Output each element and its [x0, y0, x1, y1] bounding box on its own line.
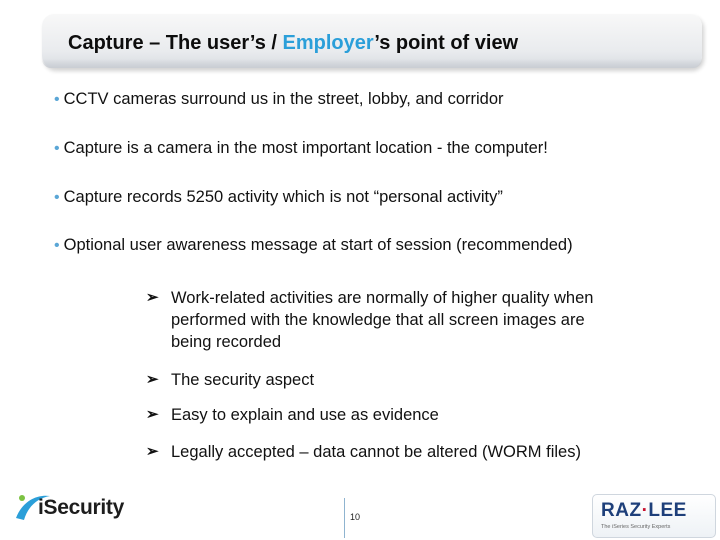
sub-bullet-item: ➢ Work-related activities are normally o…: [146, 287, 701, 353]
raz-lee-separator: ·: [641, 500, 649, 521]
bullet-dot-icon: •: [54, 237, 60, 254]
bullet-dot-icon: •: [54, 91, 60, 108]
bullet-dot-icon: •: [54, 140, 60, 157]
sub-bullet-line: being recorded: [171, 333, 282, 351]
raz-lee-tagline: The iSeries Security Experts: [601, 524, 671, 530]
sub-bullet-text: The security aspect: [171, 371, 315, 389]
bullet-text: Capture is a camera in the most importan…: [63, 139, 548, 157]
footer-divider: [344, 498, 345, 538]
bullet-dot-icon: •: [54, 189, 60, 206]
arrow-bullet-icon: ➢: [146, 406, 159, 423]
bullet-item: •Capture is a camera in the most importa…: [54, 139, 548, 158]
raz-lee-logo-text: RAZ·LEE: [601, 500, 687, 522]
title-suffix: ’s point of view: [374, 32, 519, 54]
slide-title: Capture – The user’s / Employer’s point …: [68, 32, 518, 55]
arrow-bullet-icon: ➢: [146, 289, 159, 306]
sub-bullet-text: Work-related activities are normally of …: [171, 287, 701, 353]
sub-bullet-item: ➢ Legally accepted – data cannot be alte…: [146, 441, 701, 463]
sub-bullet-item: ➢ The security aspect: [146, 369, 701, 391]
sub-bullet-text: Easy to explain and use as evidence: [171, 406, 439, 424]
title-prefix: Capture – The user’s /: [68, 32, 283, 54]
sub-bullet-item: ➢ Easy to explain and use as evidence: [146, 404, 701, 426]
isecurity-logo: iSecurity: [12, 488, 162, 532]
raz-lee-logo: RAZ·LEE The iSeries Security Experts: [592, 494, 716, 538]
bullet-item: •Optional user awareness message at star…: [54, 236, 573, 255]
page-number: 10: [350, 512, 361, 522]
bullet-text: Optional user awareness message at start…: [63, 236, 573, 254]
bullet-item: •CCTV cameras surround us in the street,…: [54, 90, 504, 109]
bullet-text: Capture records 5250 activity which is n…: [63, 188, 503, 206]
isecurity-logo-text: iSecurity: [38, 496, 125, 519]
raz-lee-part: LEE: [648, 500, 687, 521]
raz-lee-part: RAZ: [601, 500, 642, 521]
arrow-bullet-icon: ➢: [146, 371, 159, 388]
title-banner: [42, 14, 702, 68]
isecurity-swoosh-icon: [16, 495, 50, 520]
sub-bullet-line: Work-related activities are normally of …: [171, 289, 594, 307]
sub-bullet-text: Legally accepted – data cannot be altere…: [171, 443, 581, 461]
sub-bullet-line: performed with the knowledge that all sc…: [171, 311, 585, 329]
arrow-bullet-icon: ➢: [146, 443, 159, 460]
bullet-item: •Capture records 5250 activity which is …: [54, 188, 503, 207]
title-accent-word: Employer: [282, 32, 375, 54]
bullet-text: CCTV cameras surround us in the street, …: [63, 90, 504, 108]
